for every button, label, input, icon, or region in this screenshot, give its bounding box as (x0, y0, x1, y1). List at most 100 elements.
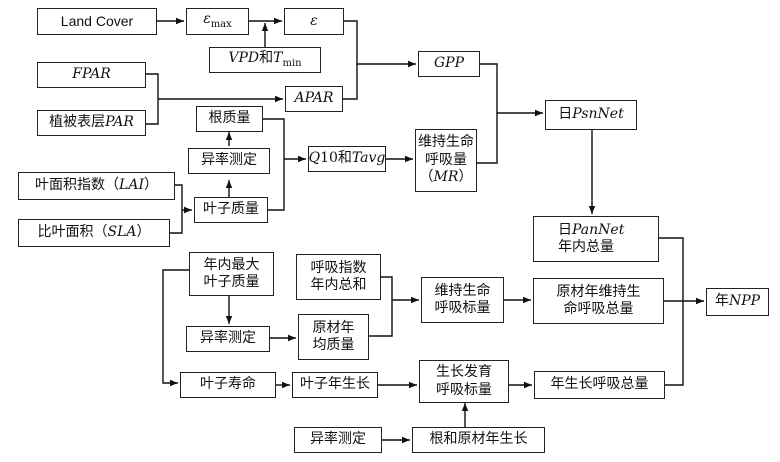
node-leaf-life: 叶子寿命 (180, 372, 276, 398)
node-allometry-1-label: 异率测定 (201, 152, 257, 169)
node-eps-max: εmax (186, 8, 249, 35)
line-root-merge (263, 118, 285, 159)
wood-maint-line-1: 原材年维持生 (556, 283, 641, 300)
node-allometry-1: 异率测定 (188, 148, 270, 174)
growth-std-line-1: 生长发育 (436, 364, 492, 380)
node-leaf-growth-label: 叶子年生长 (300, 376, 370, 393)
npp-prefix: 年 (714, 293, 729, 310)
mr-line-2: 呼吸量 (425, 151, 467, 168)
node-psnnet: 日PsnNet (545, 100, 637, 130)
line-sla (170, 211, 183, 234)
node-leaf-growth: 叶子年生长 (292, 372, 378, 398)
node-allometry-3: 异率测定 (294, 427, 382, 453)
node-root-mass-label: 根质量 (208, 110, 251, 127)
line-leaf-merge (268, 159, 285, 211)
par-symbol: PAR (105, 114, 134, 131)
node-growth-total: 年生长呼吸总量 (534, 371, 665, 399)
line-wood-merge (369, 300, 393, 337)
wood-mass-line-1: 原材年 (312, 319, 355, 336)
node-allometry-2: 异率测定 (186, 326, 270, 352)
node-vpd-tmin: VPD和Tmin (209, 47, 321, 73)
node-root-wood-growth-label: 根和原材年生长 (429, 431, 528, 448)
tmin-subscript: min (282, 57, 302, 69)
node-growth-total-label: 年生长呼吸总量 (550, 376, 649, 393)
max-leaf-line-1: 年内最大 (203, 256, 260, 273)
pannet-symbol: PanNet (572, 221, 625, 238)
vpd-and-text: 和 (259, 49, 274, 66)
node-resp-index: 呼吸指数年内总和 (296, 254, 381, 300)
q10-symbol: Q (308, 150, 321, 167)
mr-close-paren: ） (458, 169, 473, 186)
mr-open-paren: （ (419, 169, 434, 186)
maint-std-line-1: 维持生命 (434, 282, 491, 299)
node-gpp-label: GPP (433, 55, 465, 72)
maint-std-line-2: 呼吸标量 (434, 300, 491, 316)
line-fpar (146, 73, 159, 100)
node-leaf-mass-label: 叶子质量 (203, 201, 259, 218)
node-wood-mass: 原材年均质量 (298, 314, 369, 360)
node-root-wood-growth: 根和原材年生长 (412, 427, 545, 453)
line-par (146, 100, 159, 125)
node-growth-std: 生长发育呼吸标量 (419, 360, 509, 403)
vpd-text: VPD (228, 49, 260, 66)
node-par: 植被表层PAR (37, 110, 146, 136)
eps-max-subscript: max (210, 19, 232, 31)
line-total-merge (665, 301, 684, 386)
node-mr: 维持生命呼吸量（MR） (415, 129, 477, 192)
node-wood-maint-total: 原材年维持生命呼吸总量 (533, 278, 664, 324)
mr-symbol: MR (433, 169, 459, 186)
eps-max-symbol: ε (203, 11, 211, 28)
line-apar-gpp (343, 64, 358, 100)
lai-symbol: LAI (119, 177, 144, 194)
node-land-cover: Land Cover (37, 8, 157, 35)
resp-index-line-2: 年内总和 (310, 277, 367, 293)
sla-prefix: 比叶面积（ (37, 224, 108, 241)
line-pannet-merge (659, 237, 684, 301)
node-fpar: FPAR (37, 62, 146, 88)
arrow-eps-gpp (344, 20, 416, 68)
pannet-prefix: 日 (558, 221, 572, 238)
line-respidx-merge (381, 276, 393, 300)
sla-symbol: SLA (107, 224, 137, 241)
node-eps-label: ε (310, 12, 318, 29)
node-npp: 年NPP (706, 288, 769, 316)
node-eps: ε (284, 8, 344, 35)
node-lai: 叶面积指数（LAI） (18, 172, 175, 200)
line-gpp-merge (480, 63, 498, 113)
tavg-symbol: Tavg (351, 150, 386, 167)
node-max-leaf-mass: 年内最大叶子质量 (189, 252, 274, 296)
max-leaf-line-2: 叶子质量 (203, 274, 260, 290)
lai-suffix: ） (143, 177, 158, 194)
resp-index-line-1: 呼吸指数 (310, 259, 367, 276)
node-sla: 比叶面积（SLA） (18, 219, 170, 247)
node-apar-label: APAR (294, 90, 334, 107)
wood-maint-line-2: 命呼吸总量 (563, 301, 634, 317)
node-fpar-label: FPAR (72, 66, 111, 83)
par-prefix: 植被表层 (49, 114, 106, 131)
line-maxleaf-left (162, 269, 189, 387)
node-maint-std: 维持生命呼吸标量 (421, 277, 504, 323)
node-leaf-mass: 叶子质量 (194, 197, 268, 223)
line-lai (175, 184, 183, 211)
tmin-text: T (273, 49, 283, 66)
node-allometry-2-label: 异率测定 (200, 330, 256, 347)
node-land-cover-label: Land Cover (60, 12, 134, 29)
node-allometry-3-label: 异率测定 (310, 431, 366, 448)
npp-symbol: NPP (728, 293, 761, 310)
node-q10-tavg: Q10和Tavg (308, 146, 386, 172)
q10-and-text: 10和 (320, 150, 352, 167)
psnnet-prefix: 日 (558, 106, 573, 123)
node-apar: APAR (285, 86, 343, 112)
line-mr-merge (477, 113, 498, 164)
node-leaf-life-label: 叶子寿命 (200, 376, 256, 393)
sla-suffix: ） (136, 224, 151, 241)
lai-prefix: 叶面积指数（ (35, 177, 120, 194)
mr-line-1: 维持生命 (418, 134, 474, 151)
psnnet-symbol: PsnNet (572, 106, 624, 123)
wood-mass-line-2: 均质量 (312, 337, 355, 353)
node-gpp: GPP (418, 51, 480, 77)
node-root-mass: 根质量 (196, 106, 263, 132)
